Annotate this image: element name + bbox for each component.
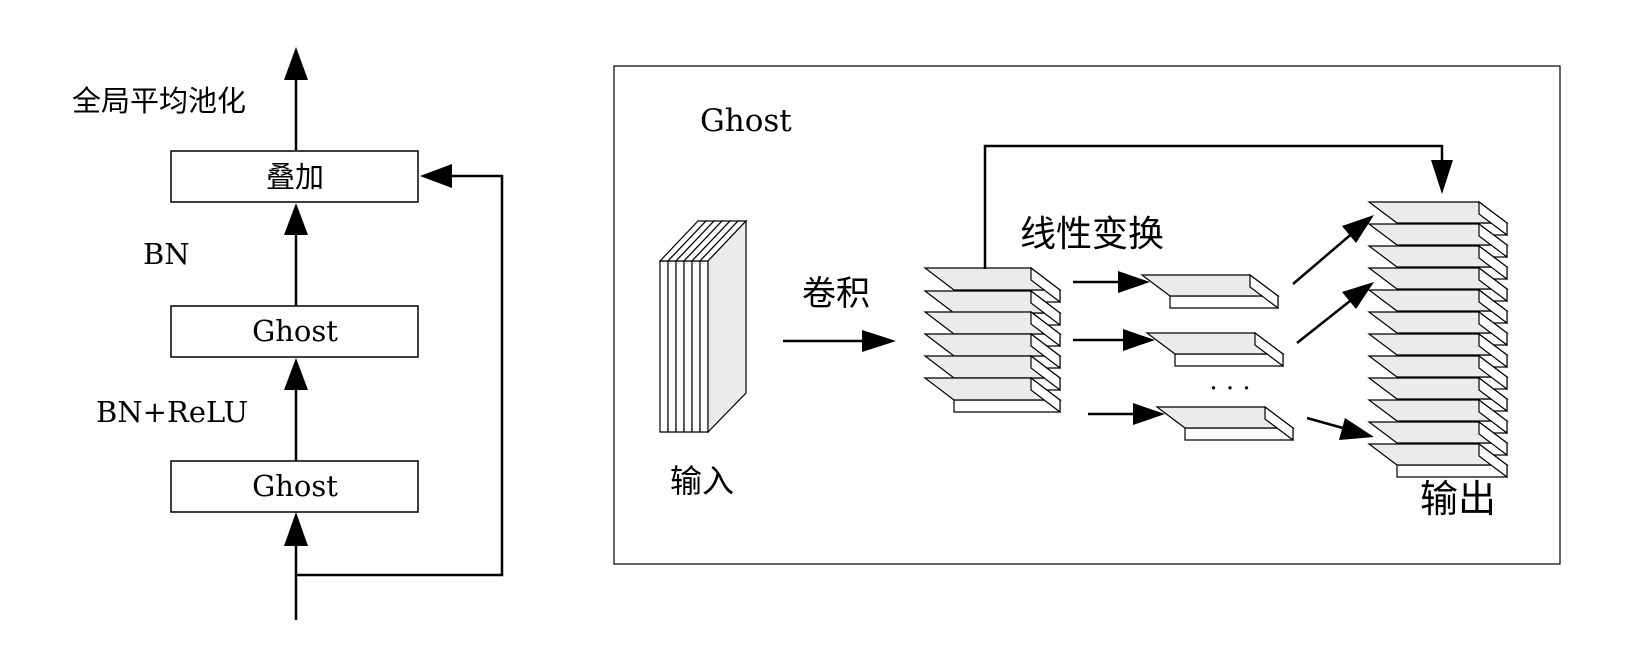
arrowhead-ghost1 (284, 512, 308, 546)
conv-arrowhead (862, 330, 896, 352)
ghost-module-frame (613, 65, 1561, 565)
ghost-slab-1-side (1249, 273, 1279, 310)
input-plate-2-edge (675, 260, 685, 433)
intrinsic-slab-5-side (1030, 376, 1061, 414)
ghost-slab-3-front (1184, 427, 1294, 441)
output-arrowhead-3 (1339, 418, 1374, 440)
intrinsic-slab-2-side (1030, 310, 1061, 348)
output-slab-2-side (1478, 244, 1508, 281)
bn-label: BN (143, 237, 190, 271)
intrinsic-slab-1-side (1030, 289, 1061, 327)
input-label: 输入 (670, 462, 734, 500)
arrowhead-output (284, 47, 308, 80)
linear-arrowhead-1 (1118, 271, 1150, 293)
ellipsis: · · · (1209, 374, 1250, 404)
ghost-slab-3-side (1264, 405, 1294, 442)
ghost-bottleneck-diagram: 叠加 Ghost Ghost 全局平均池化 BN BN+ReLU (72, 47, 504, 620)
ghost-slab-2-side (1254, 331, 1284, 368)
output-slab-8-side (1478, 376, 1508, 413)
intrinsic-slab-0-side (1030, 266, 1061, 304)
shortcut-arrowhead (420, 164, 452, 188)
bn-relu-label: BN+ReLU (96, 395, 248, 429)
ghost-module-diagram: Ghost 输入 卷积 线性变换 · · · 输出 (613, 65, 1561, 565)
intrinsic-slab-5-front (953, 399, 1061, 413)
output-slab-5-side (1478, 310, 1508, 347)
output-slab-7-side (1478, 354, 1508, 391)
ghost-module-title: Ghost (700, 103, 792, 139)
conv-label: 卷积 (802, 274, 870, 314)
output-slab-10-side (1478, 420, 1508, 457)
intrinsic-slab-3-side (1030, 332, 1061, 370)
output-arrow-2 (1296, 296, 1356, 344)
input-plate-4-edge (691, 260, 701, 433)
output-slab-0-side (1478, 200, 1508, 237)
output-arrowhead-1 (1342, 215, 1374, 243)
intrinsic-slab-4-side (1030, 354, 1061, 392)
input-plate-5-edge (699, 260, 709, 433)
ghost-slab-2-front (1174, 353, 1284, 367)
linear-transform-label: 线性变换 (1020, 214, 1164, 255)
output-arrowhead-2 (1342, 282, 1374, 309)
ghost-box-bottom (170, 460, 419, 513)
linear-arrowhead-2 (1123, 329, 1155, 351)
ghost-feature-maps (1140, 273, 1295, 442)
output-slab-9-side (1478, 398, 1508, 435)
ghost-box-bottom-label: Ghost (252, 469, 338, 503)
output-slab-11-front (1396, 464, 1508, 478)
global-average-pooling-label: 全局平均池化 (72, 84, 246, 118)
ghost-box-top (170, 305, 419, 358)
output-slab-3-side (1478, 266, 1508, 303)
input-plate-0-edge (659, 260, 669, 433)
input-plate-3-edge (683, 260, 693, 433)
output-slab-4-side (1478, 288, 1508, 325)
arrowhead-ghost2 (284, 358, 308, 390)
output-arrow-1 (1292, 230, 1356, 285)
output-slab-1-side (1478, 222, 1508, 259)
output-label: 输出 (1420, 477, 1496, 521)
input-feature-maps (658, 219, 748, 434)
input-plate-1-edge (667, 260, 677, 433)
output-feature-maps (1367, 200, 1509, 479)
intrinsic-feature-maps (923, 266, 1062, 414)
identity-path (983, 144, 1444, 269)
arrowhead-add (284, 203, 308, 235)
identity-arrowhead (1431, 160, 1453, 194)
ghost-slab-1-front (1169, 295, 1279, 309)
output-slab-6-side (1478, 332, 1508, 369)
linear-arrowhead-3 (1133, 403, 1165, 425)
input-plate-face (707, 219, 747, 434)
add-box (170, 150, 419, 203)
add-box-label: 叠加 (266, 160, 324, 194)
shortcut-connection (296, 174, 504, 577)
ghost-box-top-label: Ghost (252, 314, 338, 348)
output-slab-11-side (1478, 442, 1508, 479)
